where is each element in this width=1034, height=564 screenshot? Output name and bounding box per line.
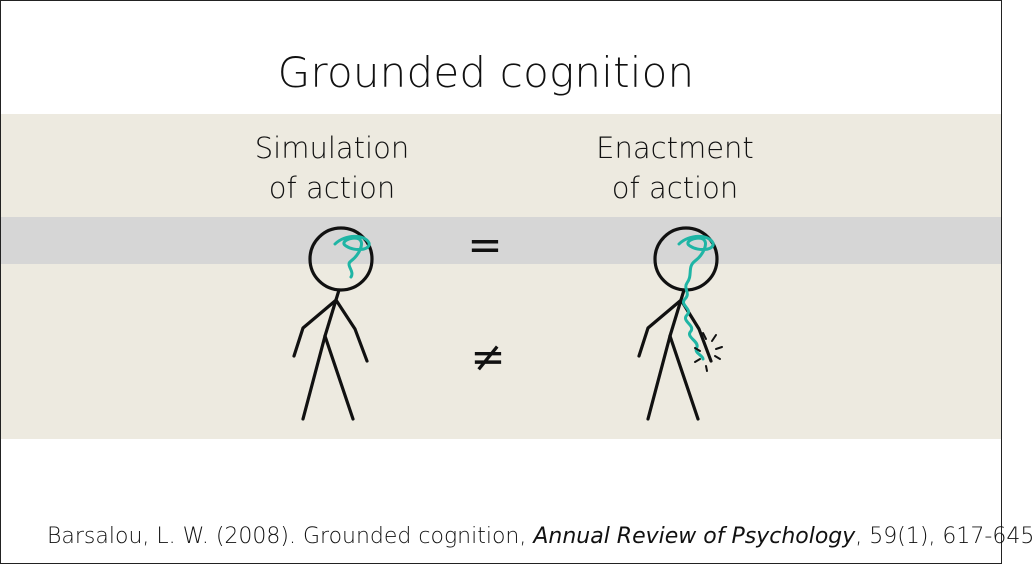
torso bbox=[668, 288, 686, 338]
not-equal-sign: ≠ bbox=[470, 332, 506, 381]
motion-burst-icon bbox=[694, 332, 723, 372]
right-leg bbox=[668, 334, 700, 421]
grey-band bbox=[1, 217, 1001, 264]
citation: Barsalou, L. W. (2008). Grounded cogniti… bbox=[47, 521, 1034, 553]
left-arm bbox=[637, 299, 682, 358]
brain-activity-squiggle bbox=[333, 234, 371, 279]
left-leg bbox=[301, 334, 327, 421]
citation-suffix: , 59(1), 617-645 bbox=[855, 524, 1034, 549]
enactment-label: Enactment of action bbox=[545, 128, 805, 208]
right-leg bbox=[323, 334, 355, 421]
enactment-label-line1: Enactment bbox=[596, 131, 754, 165]
neural-activity-squiggle bbox=[677, 234, 715, 361]
simulation-label: Simulation of action bbox=[202, 128, 462, 208]
enactment-stick-figure bbox=[637, 226, 723, 421]
right-arm bbox=[334, 298, 369, 363]
equals-sign: = bbox=[467, 220, 503, 269]
left-arm bbox=[292, 299, 337, 358]
beige-band bbox=[1, 114, 1001, 439]
citation-journal: Annual Review of Psychology bbox=[533, 524, 856, 549]
torso bbox=[323, 288, 341, 338]
slide-title: Grounded cognition bbox=[277, 48, 695, 97]
left-leg bbox=[646, 334, 672, 421]
citation-prefix: Barsalou, L. W. (2008). Grounded cogniti… bbox=[47, 524, 534, 549]
simulation-label-line1: Simulation bbox=[254, 131, 410, 165]
simulation-label-line2: of action bbox=[268, 171, 396, 205]
enactment-label-line2: of action bbox=[611, 171, 739, 205]
simulation-stick-figure bbox=[292, 226, 374, 421]
head bbox=[308, 226, 374, 292]
